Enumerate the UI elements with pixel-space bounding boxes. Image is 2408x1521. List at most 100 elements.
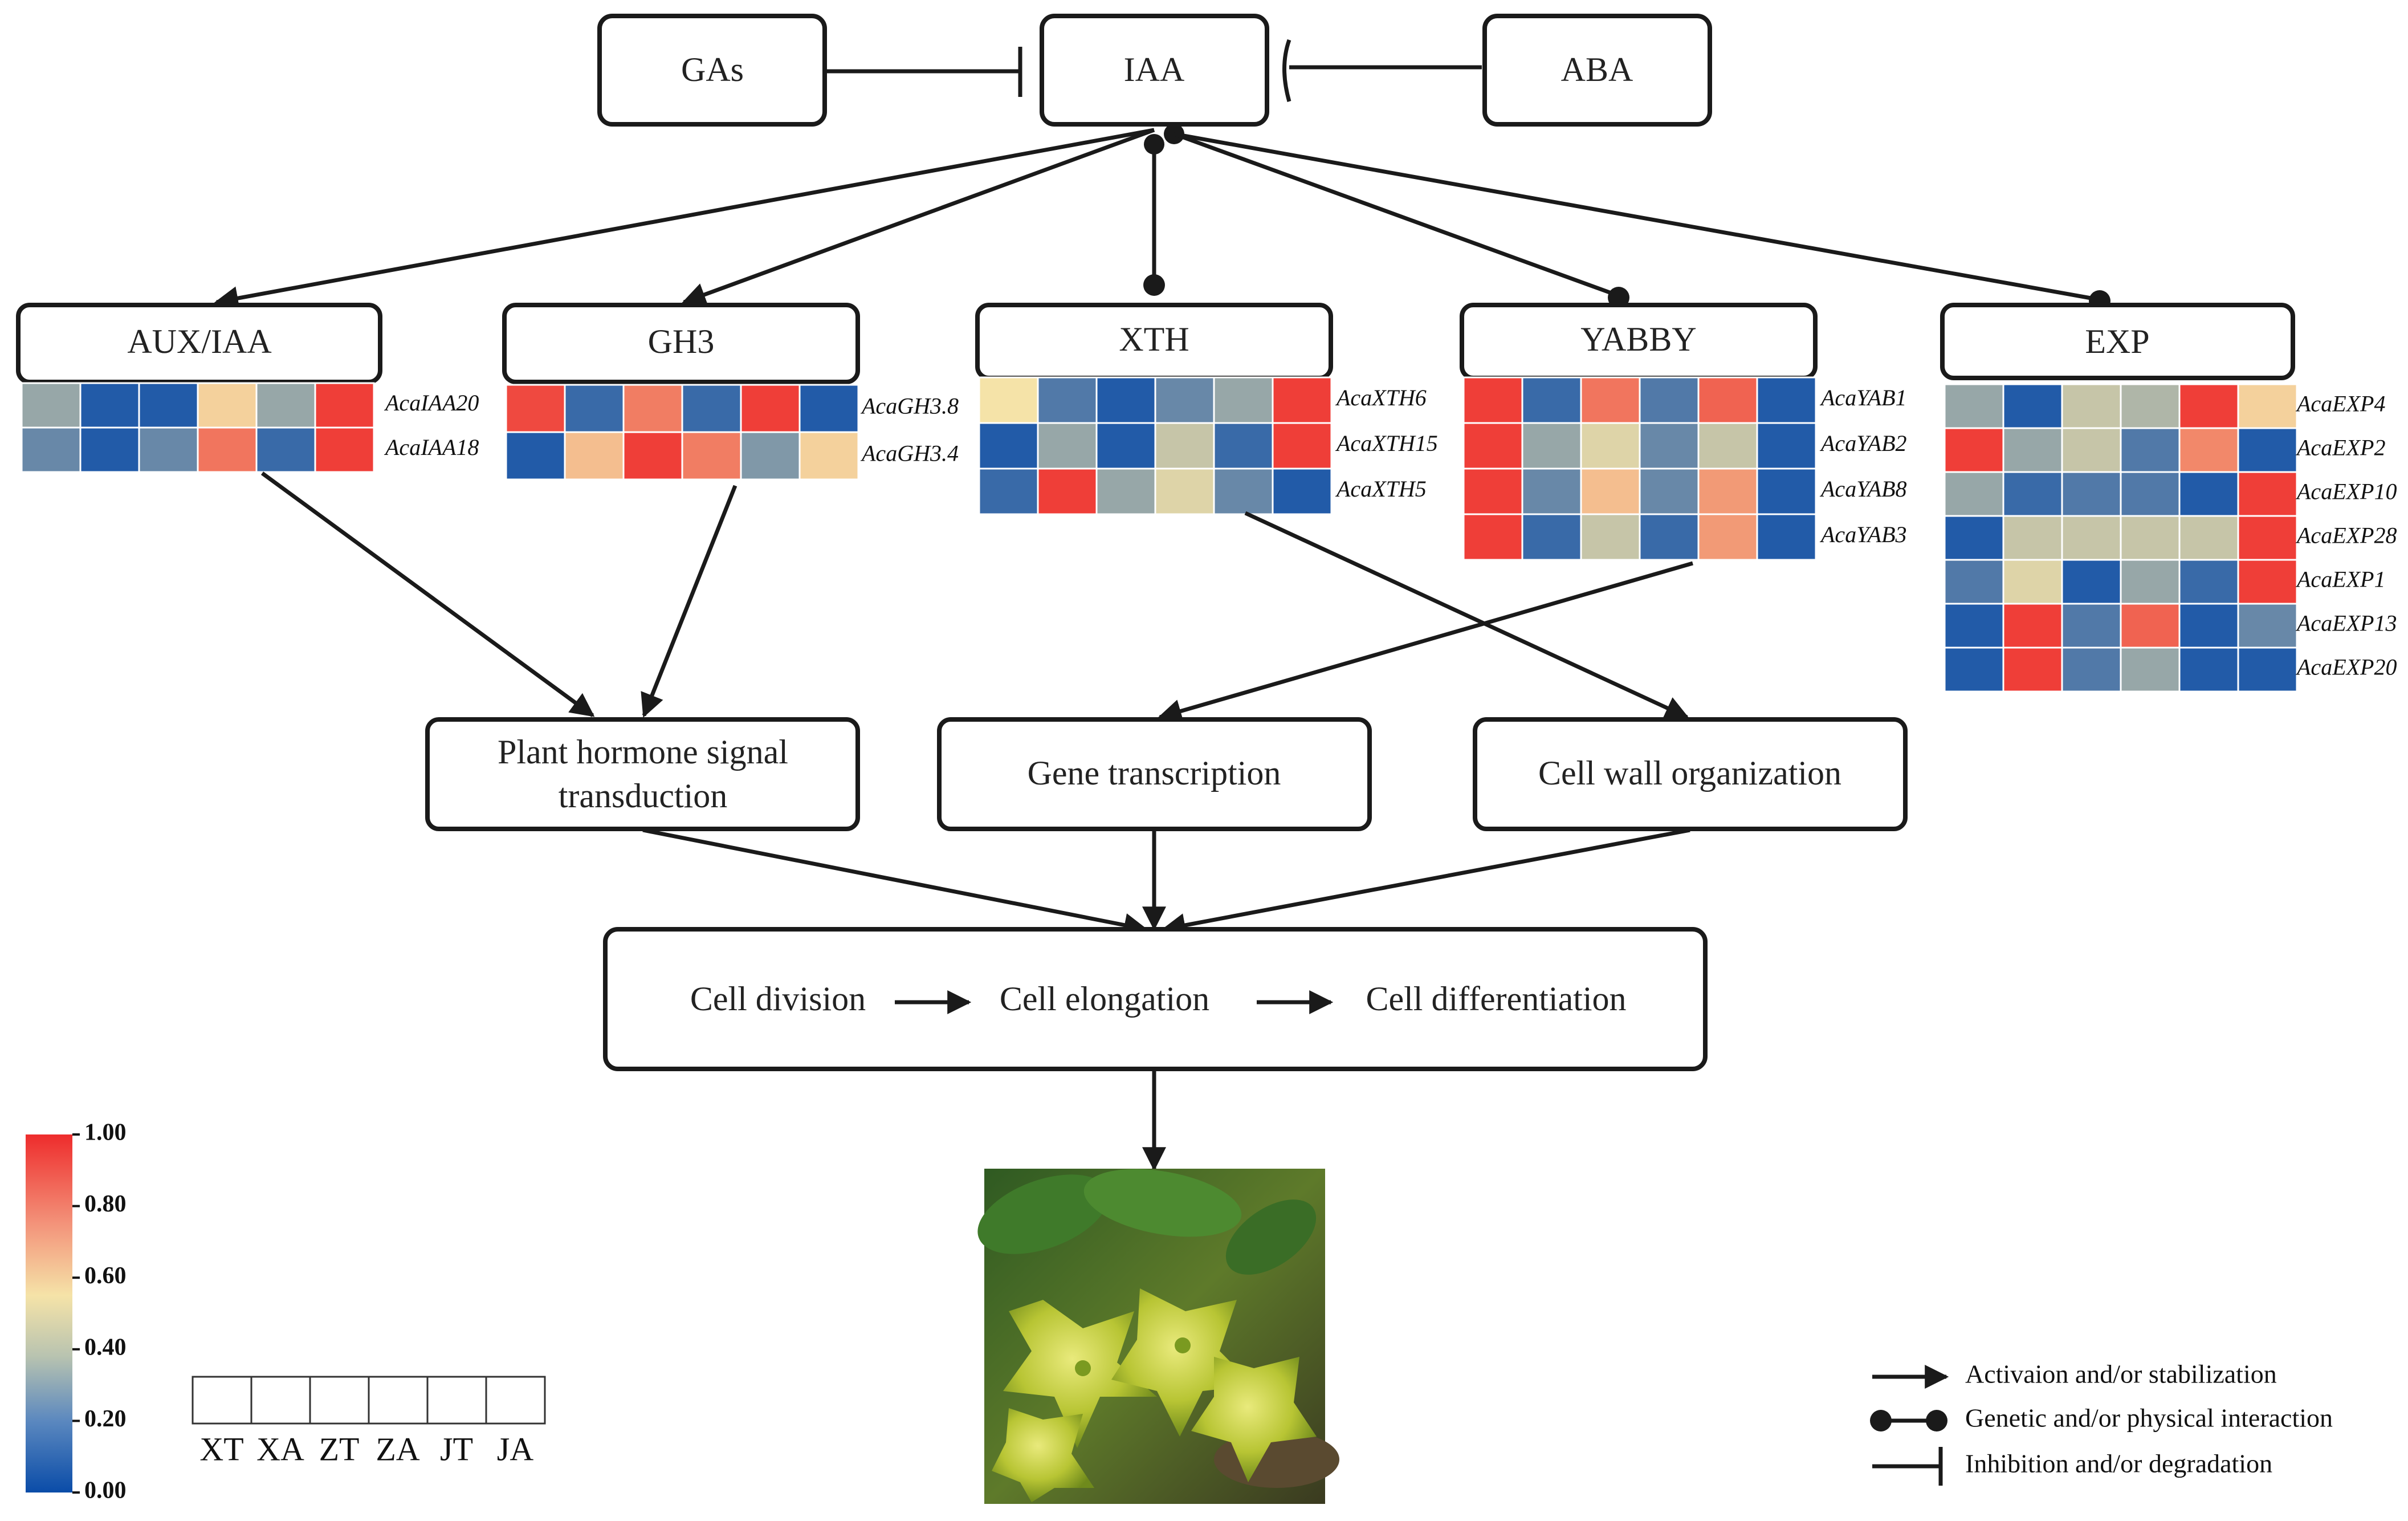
heatmap-cell [2237,646,2298,693]
heatmap-cell [1213,376,1274,424]
heatmap-cell [138,382,199,429]
heatmap-cell [681,431,742,481]
heatmap-cell [79,426,140,473]
edge-cellwall-stages [1161,828,1690,937]
legend-activation: Activaion and/or stabilization [1872,1360,2277,1389]
heatmap-cell [255,426,316,473]
node-gas: GAs [597,14,827,127]
edge-iaa-yabby [1173,132,1629,308]
node-yabby-label: YABBY [1580,320,1696,358]
heatmap-cell [2061,427,2122,473]
heatmap-cell [2120,471,2181,517]
gene-label: AcaYAB8 [1819,476,1907,502]
heatmap-cell [1272,376,1333,424]
legend-activation-label: Activaion and/or stabilization [1965,1360,2277,1389]
heatmap-cell [1580,513,1641,561]
gene-label: AcaYAB3 [1819,522,1907,547]
heatmap-cell [740,431,801,481]
heatmap-cell [1521,467,1582,515]
heatmap-cell [1943,603,2004,649]
heatmap-cell [1037,376,1098,424]
heatmap-cell [1462,376,1523,424]
heatmap-cell [978,422,1039,470]
node-xth: XTH [975,303,1333,380]
heatmap-cell [2237,559,2298,605]
colorbar-tick-label: 0.20 [84,1406,127,1432]
gene-label: AcaGH3.4 [860,441,959,466]
node-gh3: GH3 [502,303,860,384]
gene-label: AcaEXP10 [2295,479,2397,505]
heatmap-cell [1580,467,1641,515]
gene-label: AcaEXP2 [2295,435,2386,461]
heatmap-cell [1756,467,1817,515]
heatmap-cell [1462,513,1523,561]
heatmap-cell [2061,471,2122,517]
heatmap-cell [2002,515,2063,561]
heatmap-cell [978,376,1039,424]
heatmap-cell [505,431,566,481]
heatmap-cell [2178,559,2239,605]
heatmap-cell [21,382,82,429]
node-xth-label: XTH [1119,320,1189,358]
heatmap-cell [1462,422,1523,470]
node-exp-label: EXP [2085,323,2149,360]
edge-iaa-gh3 [682,128,1155,306]
edge-legend: Activaion and/or stabilization Genetic a… [1870,1360,2333,1486]
heatmap-cell [1639,376,1700,424]
star-fruit-cluster [992,1288,1317,1502]
heatmap-cell [1095,376,1156,424]
heatmap-cell [2120,383,2181,429]
sample-label: JA [497,1430,534,1467]
heatmap-cell [1756,513,1817,561]
colorbar-tick-label: 0.40 [84,1334,127,1360]
heatmap-cell [1943,559,2004,605]
heatmap-cell [2237,471,2298,517]
heatmap-cell [1462,467,1523,515]
node-auxiaa: AUX/IAA [16,303,382,384]
node-gh3-label: GH3 [648,323,715,360]
heatmap-cell [1943,427,2004,473]
heatmap-cell [1639,513,1700,561]
node-cell-wall: Cell wall organization [1473,717,1908,831]
node-transcription-label: Gene transcription [1028,754,1281,792]
heatmap-cell [1943,646,2004,693]
heatmap-cell [1521,513,1582,561]
colorbar-tick-label: 1.00 [84,1120,127,1146]
heatmap-cell [1580,376,1641,424]
heatmap-cell [255,382,316,429]
heatmap-cell [1580,422,1641,470]
node-signal-transduction: Plant hormone signal transduction [425,717,860,831]
node-iaa-label: IAA [1124,51,1185,88]
heatmap-cell [1943,383,2004,429]
heatmap-cell [1756,422,1817,470]
gene-label: AcaEXP20 [2295,654,2397,680]
colorbar-gradient [26,1134,72,1492]
star-fruit-photo [977,1169,1339,1504]
edge-auxiaa-signal [260,471,595,717]
edge-signal-stages [642,828,1148,937]
heatmap-cell [1154,467,1215,515]
colorbar-tick-label: 0.60 [84,1263,127,1289]
heatmap-cell [1756,376,1817,424]
node-aba-label: ABA [1561,51,1633,88]
heatmap-cell [2120,559,2181,605]
heatmap-cell [197,426,258,473]
gene-label: AcaGH3.8 [860,393,959,419]
heatmap-cell [1943,471,2004,517]
heatmap-cell [2002,427,2063,473]
heatmap-cell [1521,422,1582,470]
node-exp: EXP [1940,303,2295,380]
edge-yabby-transcription [1157,561,1693,723]
heatmap-cell [1521,376,1582,424]
sample-label: XT [199,1430,243,1467]
colorbar-tick-label: 0.00 [84,1478,127,1504]
edge-iaa-xth [1143,144,1165,296]
heatmap-cell [1697,467,1758,515]
node-yabby: YABBY [1460,303,1818,380]
heatmap-cell [798,431,859,481]
stage-division: Cell division [690,980,866,1018]
